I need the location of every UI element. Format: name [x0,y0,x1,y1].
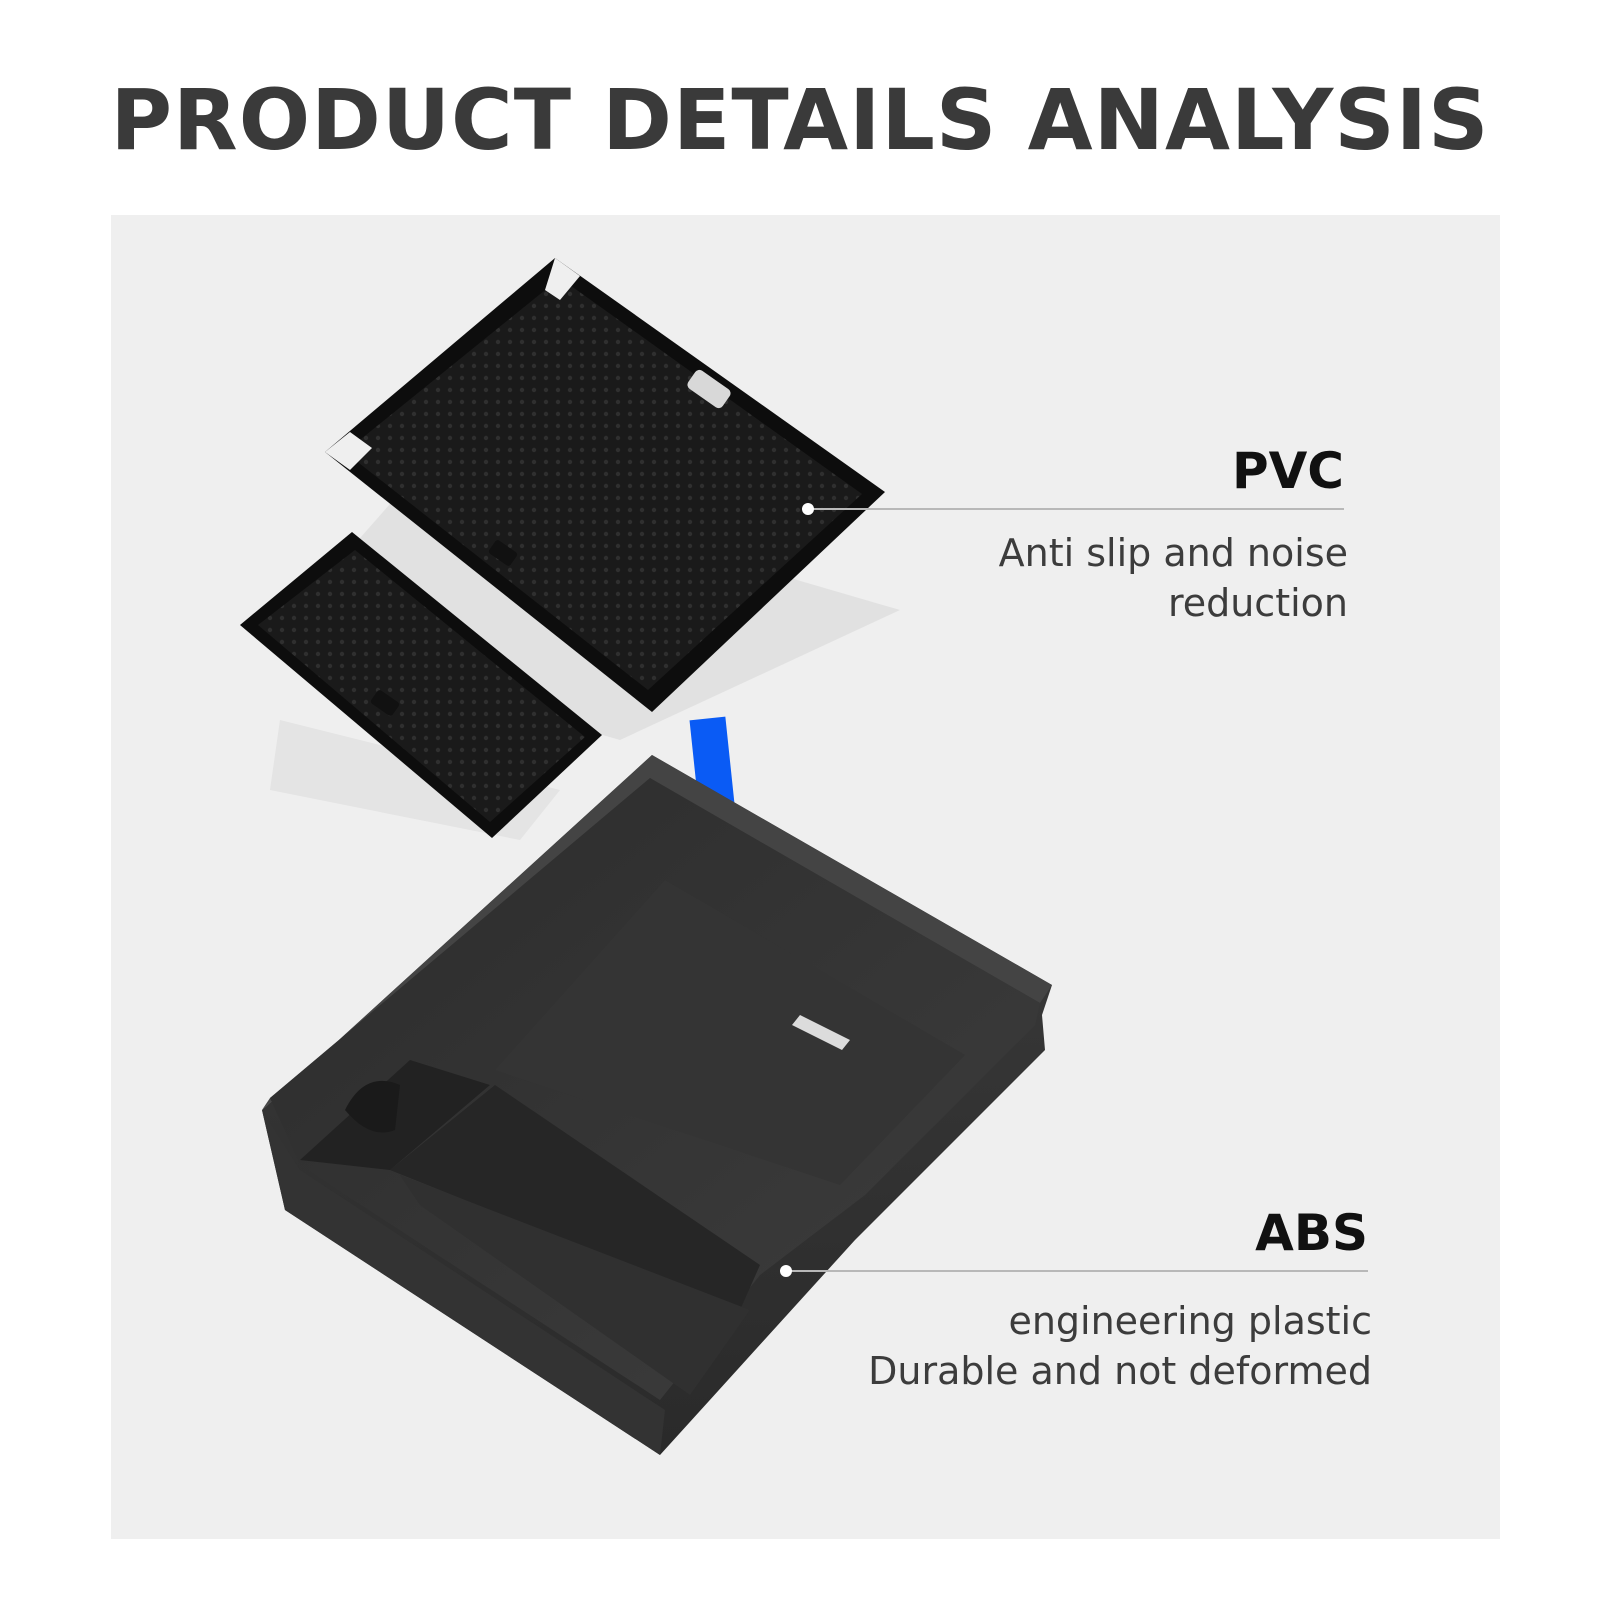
small-pvc-mat [240,532,602,838]
abs-description-line-2: Durable and not deformed [868,1349,1372,1393]
abs-description: engineering plastic Durable and not defo… [868,1296,1372,1396]
abs-leader [780,1265,1368,1277]
pvc-leader [802,503,1344,515]
pvc-description-line-2: reduction [1167,581,1348,625]
abs-heading: ABS [1255,1204,1368,1262]
large-pvc-mat [325,258,885,712]
pvc-description-line-1: Anti slip and noise [998,531,1348,575]
abs-storage-box [262,755,1052,1455]
pvc-heading: PVC [1231,442,1344,500]
page-title: PRODUCT DETAILS ANALYSIS [110,71,1490,169]
abs-description-line-1: engineering plastic [1008,1299,1372,1343]
pvc-description: Anti slip and noise reduction [999,528,1348,628]
